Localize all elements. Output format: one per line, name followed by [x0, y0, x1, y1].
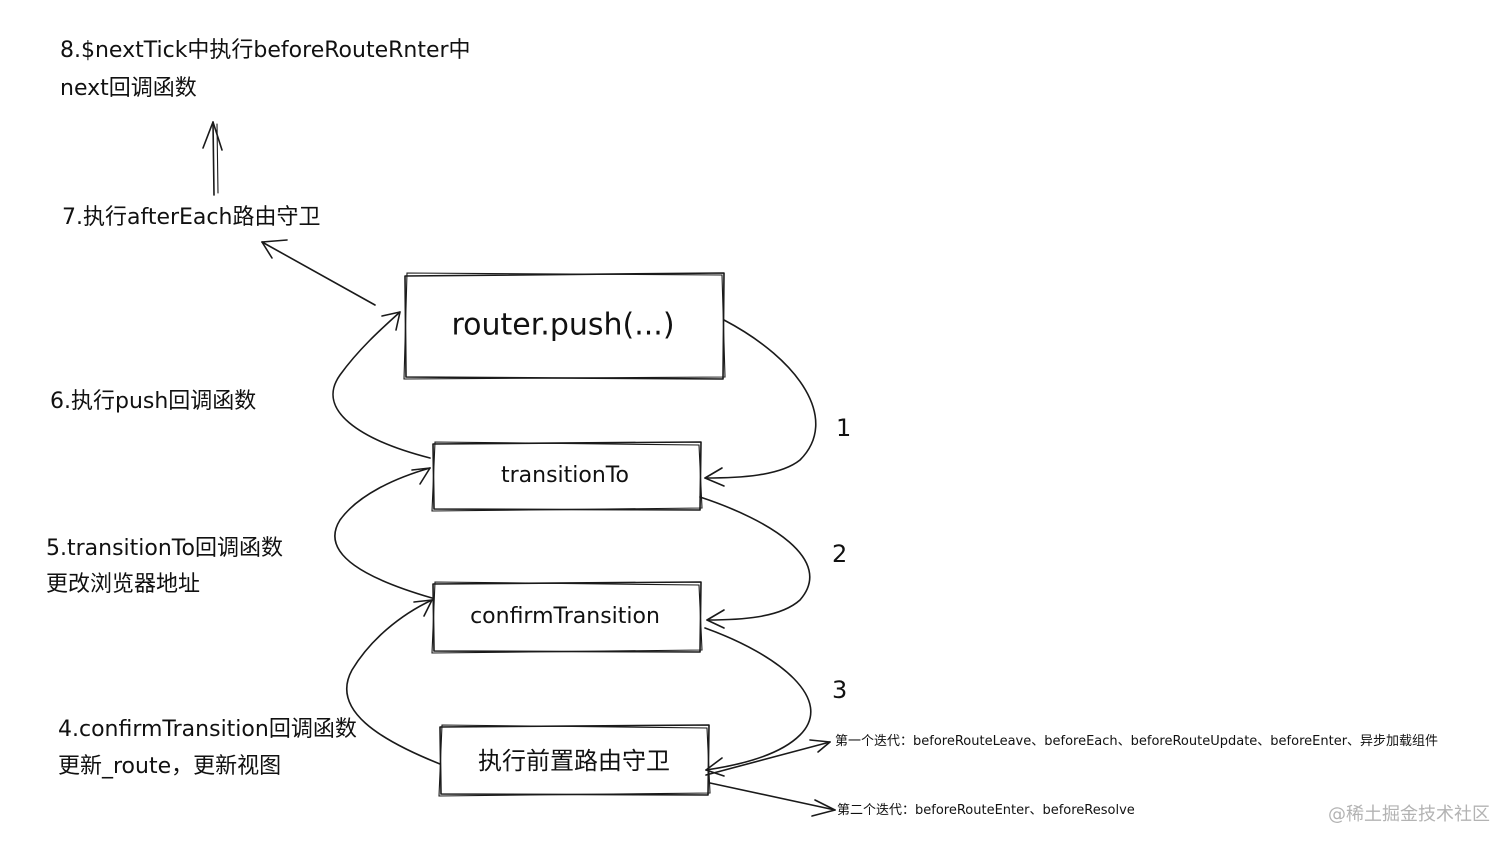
step-number-1: 1	[836, 414, 851, 442]
first-iteration-label: 第一个迭代：beforeRouteLeave、beforeEach、before…	[835, 734, 1438, 749]
arrow-second-iteration	[709, 782, 836, 817]
arrow-push-to-transition	[704, 319, 817, 487]
note-step-8-line-1: 8.$nextTick中执行beforeRouteRnter中	[60, 38, 471, 63]
transition-to-box: transitionTo	[431, 441, 703, 512]
arrow-confirm-to-guards	[704, 627, 812, 777]
note-step-8-line-2: next回调函数	[60, 76, 197, 101]
note-step-5-line-1: 5.transitionTo回调函数	[46, 536, 283, 561]
before-guards-box: 执行前置路由守卫	[438, 724, 711, 797]
transition-to-label: transitionTo	[501, 463, 629, 488]
arrow-confirm-to-transition	[334, 467, 433, 599]
note-step-6: 6.执行push回调函数	[50, 389, 256, 414]
confirm-transition-box: confirmTransition	[431, 581, 703, 654]
router-push-label: router.push(...)	[451, 308, 674, 343]
watermark-text: @稀土掘金技术社区	[1328, 804, 1490, 825]
arrow-aftereach-to-nexttick	[202, 121, 223, 196]
step-number-2: 2	[832, 540, 847, 568]
arrow-guards-to-confirm	[345, 599, 441, 765]
arrow-transition-to-confirm	[699, 496, 811, 629]
arrow-first-iteration	[705, 739, 831, 776]
before-guards-label: 执行前置路由守卫	[478, 747, 670, 775]
confirm-transition-label: confirmTransition	[470, 604, 660, 629]
step-number-3: 3	[832, 676, 847, 704]
arrow-transition-to-push	[332, 311, 431, 459]
note-step-4-line-2: 更新_route，更新视图	[58, 754, 281, 779]
note-step-5-line-2: 更改浏览器地址	[46, 572, 200, 597]
router-push-box: router.push(...)	[403, 272, 726, 380]
note-step-4-line-1: 4.confirmTransition回调函数	[58, 717, 357, 742]
note-step-7: 7.执行afterEach路由守卫	[62, 205, 320, 230]
second-iteration-label: 第二个迭代：beforeRouteEnter、beforeResolve	[837, 803, 1135, 818]
arrow-push-to-aftereach	[261, 239, 376, 306]
